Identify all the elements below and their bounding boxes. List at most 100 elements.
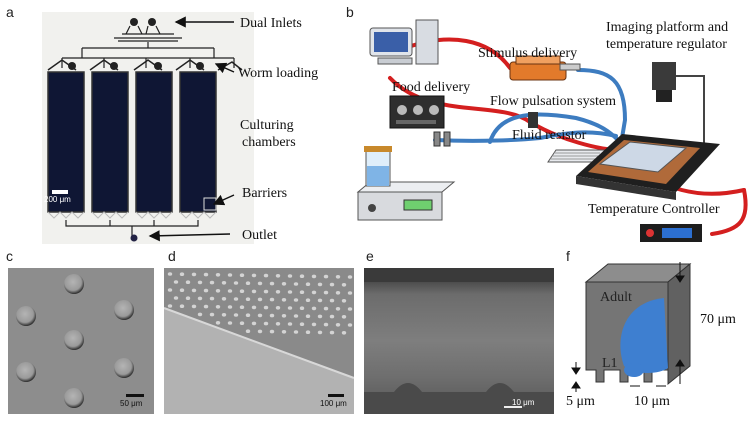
pillar-dot [215,273,221,277]
pillar-dot [179,288,185,292]
label-imaging-1: Imaging platform and [606,20,729,35]
pillar-dot [329,282,335,287]
pillar-dot [203,304,209,309]
pillar-dot [251,273,257,278]
pillar-dot [197,312,203,317]
panel-label-b: b [346,4,354,20]
pillar-dot [167,288,173,292]
pillar-dot [257,313,263,318]
pillar-dot [347,307,353,311]
pillar-dot [341,331,347,335]
pillar-dot [335,275,341,279]
pillar-dot [269,297,275,302]
pillar-dot [167,304,173,308]
pillar-dot [311,290,317,295]
pillar-dot [227,273,233,277]
pillar-dot [167,272,173,276]
scale-bar-label-a: 200 μm [44,195,71,204]
pillar-dot [197,280,203,285]
pillar-dot [323,274,329,279]
pillar-dot [263,273,269,278]
pillar-dot [269,281,275,286]
pillar-dot [245,297,251,301]
pillar-dot [299,290,305,294]
pillar-dot [323,290,329,295]
pillar-dot [281,330,287,334]
pillar-dot [191,304,197,309]
panel-label-e: e [366,248,374,264]
pillar-dot [293,330,299,334]
label-imaging-2: temperature regulator [606,37,727,52]
pillar-dot [251,305,257,310]
pillar-dot [221,313,227,317]
pillar-dot [257,297,263,302]
pillar-dot [281,298,287,302]
pillar-dot [215,321,221,325]
pillar-dot [317,330,323,335]
pillar-dot [347,275,353,279]
pillar-dot [209,280,215,285]
scale-bar-label-c: 50 μm [120,399,143,408]
pillar-dot [341,315,347,319]
pillar-dot [209,312,215,317]
panel-label-d: d [168,248,176,264]
computer-icon [369,19,439,65]
pillar-dot [329,330,335,335]
pillar-dot [299,306,305,310]
pillar-dot [239,289,245,293]
pillar-dot [305,282,311,286]
pillar-dot [317,314,323,319]
label-barriers: Barriers [242,186,288,201]
pillar-dot [197,296,203,301]
pillar-dot [275,290,281,294]
label-temp-controller: Temperature Controller [588,202,720,217]
pillar-dot [245,329,251,333]
pillar-dot [227,305,233,309]
pillar-dot [335,323,341,327]
scale-bar-label-d: 100 μm [320,399,347,408]
pillar-dot [281,282,287,286]
label-height: 70 μm [700,312,736,327]
label-stimulus: Stimulus delivery [478,46,578,61]
label-resistor: Fluid resistor [512,128,587,143]
pillars-top-view [16,274,144,408]
pillar-dot [341,299,347,303]
pillar-dot [335,307,341,311]
pillar-dot [269,329,275,334]
pillar-dot [191,288,197,293]
pillar-dot [341,283,347,287]
label-culturing-2: chambers [242,135,296,150]
imaging-stage-icon [576,134,720,200]
pillar-dot [305,314,311,318]
chip-diagram [47,18,243,242]
label-culturing-1: Culturing [240,118,294,133]
side-view-micrograph-e: 10 μm [364,268,554,414]
pillar-dot [329,298,335,303]
pillar-dot [227,321,233,325]
pillar-dot [287,322,293,326]
pillar-dot [317,282,323,287]
pillar-dot [239,273,245,277]
scale-bar-label-e: 10 μm [512,398,535,407]
pillar-dot [275,322,281,326]
pillar-dot [239,321,245,325]
pillar-dot [233,281,239,285]
pillar-dot [263,321,269,326]
pillar-dot [251,321,257,326]
worm-schematic [571,262,692,392]
pillar-micrograph-c: 50 μm [8,268,154,414]
food-delivery-controller-icon [389,95,445,129]
pillar-dot [251,289,257,294]
pillar-dot [185,296,191,300]
pillar-dot [311,322,317,327]
camera-icon [652,62,705,150]
pillar-dot [311,306,317,311]
pillar-dot [257,281,263,286]
pillar-dot [221,297,227,301]
sem-micrograph-d: 100 μm [164,268,354,414]
pillar-dot [221,281,227,285]
label-outlet: Outlet [242,228,277,243]
pillar-array-sem [164,268,354,414]
pillar-dot [293,298,299,302]
